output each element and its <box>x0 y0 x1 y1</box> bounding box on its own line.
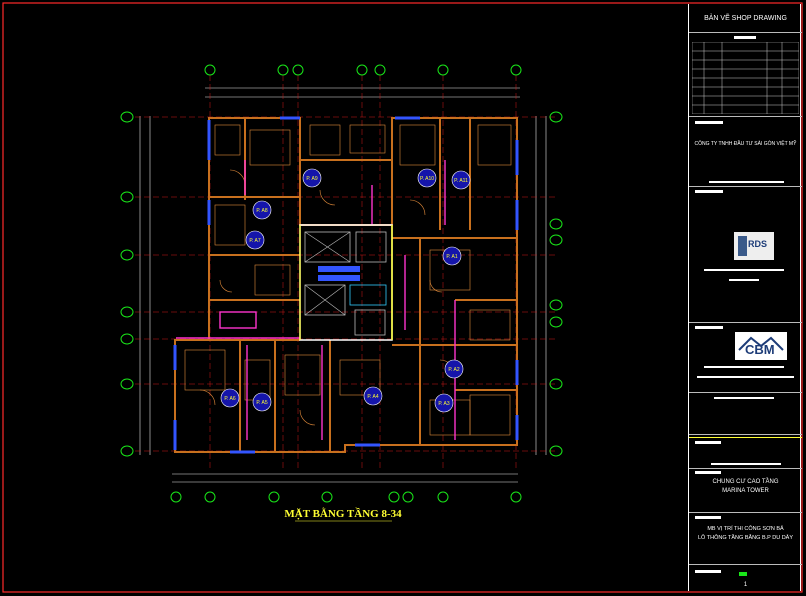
building-core <box>299 224 393 341</box>
unit-label: P. A2 <box>448 367 460 373</box>
block-marker <box>704 269 784 271</box>
project-line-2: MARINA TOWER <box>722 488 769 494</box>
unit-label: P. A7 <box>249 238 261 244</box>
grid-bubbles <box>120 64 563 503</box>
block-marker <box>709 181 784 183</box>
unit-bubble <box>220 388 240 408</box>
divider <box>689 437 802 438</box>
company-name: CÔNG TY TNHH ĐẦU TƯ SÀI GÒN VIỆT MỸ <box>694 141 797 147</box>
building-walls <box>174 117 518 453</box>
revision-table <box>692 42 799 114</box>
block-marker <box>695 570 721 573</box>
sheet-title-line-2: LÔ THÔNG TẦNG BẰNG B.P DU DÂY <box>697 535 794 541</box>
divider <box>689 32 802 33</box>
unit-bubble <box>302 168 322 188</box>
title-block-header: BẢN VẼ SHOP DRAWING <box>704 15 787 22</box>
sheet-title-line-1: MB VỊ TRÍ THI CÔNG SƠN BẢ <box>707 526 784 532</box>
block-marker <box>704 366 784 368</box>
block-marker <box>695 441 721 444</box>
unit-markers: P. A9 P. A10 P. A11 P. A8 P. A7 P. A1 P.… <box>220 168 471 413</box>
unit-label: P. A8 <box>256 208 268 214</box>
divider <box>689 512 802 513</box>
project-line-1: CHUNG CƯ CAO TẦNG <box>712 479 779 485</box>
block-marker <box>714 397 774 399</box>
block-marker <box>695 190 723 193</box>
unit-label: P. A4 <box>367 394 379 400</box>
unit-label: P. A10 <box>420 176 434 182</box>
block-marker <box>729 279 759 281</box>
divider <box>689 186 802 187</box>
unit-bubble <box>444 359 464 379</box>
unit-label: P. A1 <box>446 254 458 260</box>
unit-label: P. A9 <box>306 176 318 182</box>
divider <box>689 564 802 565</box>
block-marker <box>697 376 794 378</box>
dimension-lines <box>139 87 547 483</box>
rds-logo-text: RDS <box>748 239 768 249</box>
divider <box>689 392 802 393</box>
block-marker <box>695 516 721 519</box>
unit-label: P. A6 <box>224 396 236 402</box>
window-lines <box>173 116 519 454</box>
block-marker <box>711 463 781 465</box>
cbm-logo: CBM <box>735 332 787 360</box>
building-icon <box>738 236 747 256</box>
divider <box>689 434 802 435</box>
unit-bubble <box>252 392 272 412</box>
cbm-logo-text: CBM <box>745 342 775 357</box>
divider <box>689 116 802 117</box>
unit-bubble <box>363 386 383 406</box>
block-marker <box>695 326 723 329</box>
title-block: BẢN VẼ SHOP DRAWING CÔNG TY TNHH ĐẦU TƯ … <box>688 4 802 591</box>
unit-label: P. A5 <box>256 400 268 406</box>
unit-bubble <box>451 170 471 190</box>
divider <box>689 468 802 469</box>
sheet-number: 1 <box>743 582 748 588</box>
unit-bubble <box>434 393 454 413</box>
unit-bubble <box>252 200 272 220</box>
unit-bubble <box>442 246 462 266</box>
drawing-title: MẶT BẰNG TẦNG 8-34 <box>284 507 402 520</box>
block-marker <box>695 121 723 124</box>
divider <box>689 322 802 323</box>
grid-lines <box>135 75 555 470</box>
unit-bubble <box>417 168 437 188</box>
rds-logo: RDS <box>734 232 774 260</box>
interior-details <box>184 124 512 436</box>
cbm-roof-icon <box>738 336 784 351</box>
block-marker <box>734 36 756 39</box>
unit-label: P. A3 <box>438 401 450 407</box>
status-marker <box>739 572 747 576</box>
unit-label: P. A11 <box>454 178 468 184</box>
block-marker <box>695 471 721 474</box>
unit-bubble <box>245 230 265 250</box>
